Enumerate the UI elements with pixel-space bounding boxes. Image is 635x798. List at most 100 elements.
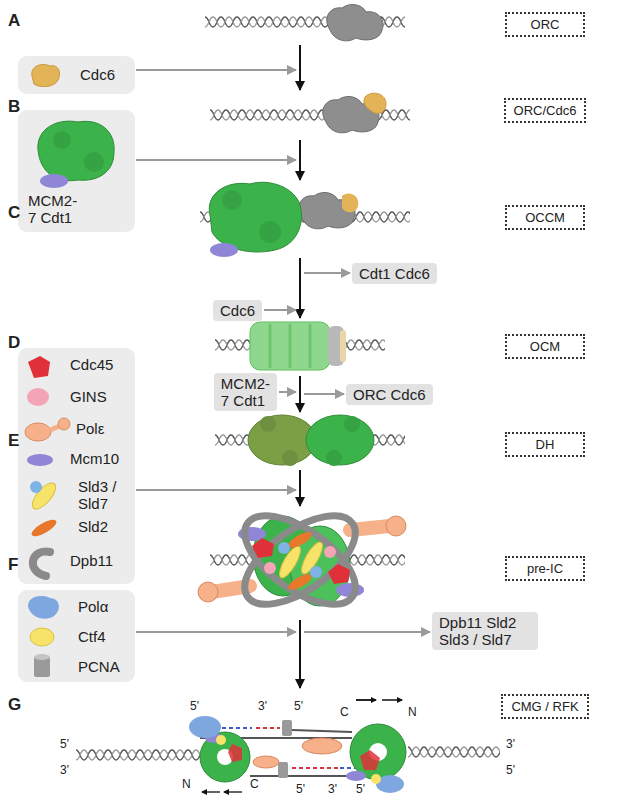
text-holder: MCM2-7 Cdt1	[28, 192, 77, 226]
input-output-arrow	[304, 393, 344, 395]
stage-tag: OCCM	[505, 205, 585, 230]
strand-end-label: 3'	[506, 738, 515, 751]
occm-structure	[342, 194, 358, 213]
process-arrow	[299, 258, 301, 318]
text-holder: 5'	[506, 764, 515, 777]
strand-end-label: 5'	[506, 764, 515, 777]
released-factors: Cdt1 Cdc6	[359, 265, 430, 282]
panel-letter: A	[8, 12, 20, 30]
text-holder: 5'	[190, 700, 199, 713]
pre-ic-structure	[310, 566, 322, 578]
released-factors: Cdc6	[220, 302, 255, 319]
text-holder: Dpb11	[70, 552, 113, 569]
replication-fork	[200, 732, 250, 782]
panel-letter: B	[8, 98, 20, 116]
text-holder: D	[8, 334, 20, 352]
pre-ic-structure	[328, 564, 350, 584]
component-icon	[29, 517, 58, 540]
component-icon	[53, 131, 71, 149]
released-factors: Dpb11 Sld2 Sld3 / Sld7	[439, 614, 531, 648]
pre-ic-structure	[252, 538, 274, 558]
text-holder: C	[250, 778, 259, 791]
text-holder: B	[8, 98, 20, 116]
replication-fork	[222, 727, 252, 729]
orc-cdc6-structure	[364, 93, 386, 113]
stage-tag: pre-IC	[505, 556, 585, 581]
input-output-arrow	[304, 631, 430, 633]
dna-helix	[76, 15, 500, 762]
input-output-arrow	[136, 489, 296, 491]
text-holder: E	[8, 432, 19, 450]
strand-end-label: 5'	[60, 738, 69, 751]
pre-ic-structure	[198, 582, 218, 602]
strand-end-label: C	[250, 778, 259, 791]
pre-ic-structure	[278, 542, 290, 554]
input-output-arrow	[264, 309, 296, 311]
stage-name: CMG / RFK	[511, 699, 578, 714]
occm-structure	[210, 243, 238, 257]
text-holder: 3'	[328, 783, 337, 796]
component-name: MCM2-7 Cdt1	[28, 192, 77, 226]
replication-fork	[189, 700, 406, 793]
strand-end-label: 5'	[296, 783, 305, 796]
dna-helix	[408, 745, 500, 759]
text-holder: 5'	[356, 783, 365, 796]
text-holder: N	[408, 706, 417, 719]
strand-end-label: N	[182, 778, 191, 791]
component-icon	[28, 596, 59, 619]
text-holder: Cdc6	[80, 66, 115, 83]
component-icon	[84, 152, 104, 172]
replication-fork	[356, 699, 402, 700]
ocm-structure	[340, 330, 346, 362]
replication-fork	[256, 727, 280, 729]
text-holder: PCNA	[78, 658, 120, 675]
pre-ic-structure	[286, 571, 314, 593]
input-output-arrow	[136, 69, 296, 71]
component-icon	[28, 356, 50, 378]
component-icon	[33, 552, 50, 576]
text-holder: 3'	[60, 764, 69, 777]
panel-letter: G	[8, 696, 21, 714]
text-holder: GINS	[70, 388, 107, 405]
component-name: Cdc6	[80, 66, 115, 83]
strand-end-label: 5'	[190, 700, 199, 713]
text-holder: Polα	[78, 598, 108, 615]
component-icon	[25, 423, 51, 441]
process-arrow	[300, 45, 301, 688]
text-holder: 3'	[258, 700, 267, 713]
pre-ic-structure	[264, 562, 276, 574]
component-name: Sld2	[78, 518, 108, 535]
pre-ic-structure	[324, 546, 336, 558]
pre-ic-structure	[198, 499, 406, 622]
double-hexamer	[326, 450, 342, 466]
component-name: GINS	[70, 388, 107, 405]
ocm-structure	[250, 322, 330, 370]
component-name: Dpb11	[70, 552, 113, 569]
released-factors: ORC Cdc6	[353, 386, 426, 403]
double-hexamer	[344, 416, 360, 432]
dna-helix	[76, 748, 200, 762]
stage-tag: CMG / RFK	[501, 694, 588, 719]
strand-end-label: 3'	[258, 700, 267, 713]
component-name: Polε	[76, 420, 104, 437]
text-holder: C	[340, 706, 349, 719]
component-name: Mcm10	[70, 450, 119, 467]
pre-ic-structure	[230, 499, 369, 622]
component-icon	[27, 388, 49, 406]
text-holder: Sld2	[78, 518, 108, 535]
component-name: PCNA	[78, 658, 120, 675]
ocm-structure	[270, 324, 310, 368]
replication-fork	[360, 750, 380, 770]
component-name: Sld3 / Sld7	[78, 478, 124, 512]
released-factors: MCM2-7 Cdt1	[221, 375, 270, 409]
panel-letter: D	[8, 334, 20, 352]
occm-structure	[209, 182, 358, 257]
double-hexamer	[282, 450, 298, 466]
input-output-arrow	[304, 272, 350, 274]
component-icon	[58, 418, 70, 430]
stage-tag: ORC/Cdc6	[504, 98, 587, 123]
stage-tag: ORC	[505, 12, 585, 37]
replication-fork	[202, 791, 220, 792]
text-holder: 3'	[506, 738, 515, 751]
component-name: Polα	[78, 598, 108, 615]
